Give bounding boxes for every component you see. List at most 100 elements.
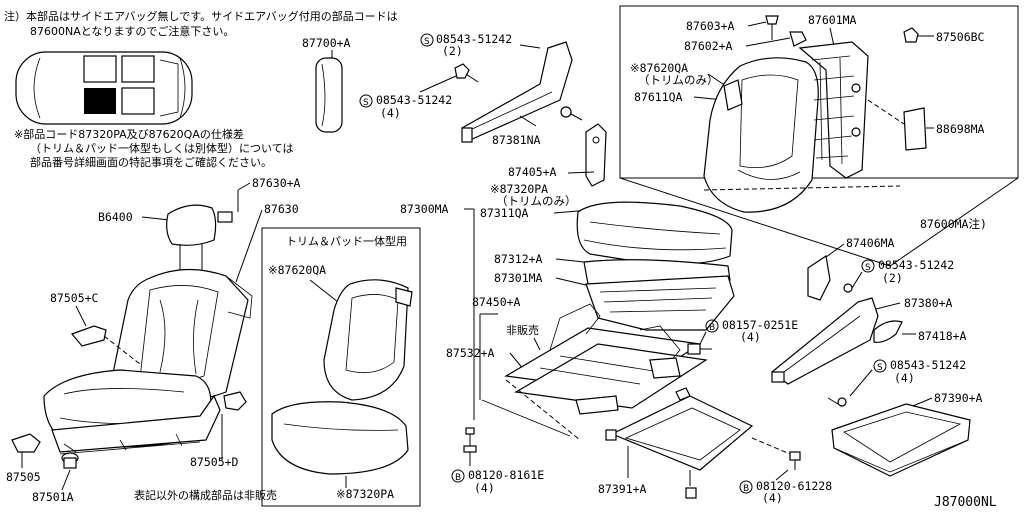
part-qty-h: (4) <box>474 481 495 495</box>
note-spec-line2: （トリム＆パッド一体型もしくは別体型）については <box>30 141 293 155</box>
part-label-87505d: 87505+D <box>190 455 239 469</box>
part-qty-e: (4) <box>740 330 761 344</box>
clip-icon <box>789 31 807 47</box>
part-label-87601ma: 87601MA <box>808 13 857 27</box>
not-sold-label: 非販売 <box>506 324 539 337</box>
headrest-b6400 <box>166 204 217 246</box>
part-label-87630: 87630 <box>264 202 299 216</box>
note-spec-line3: 部品番号詳細画面の特記事項をご確認ください。 <box>30 155 272 169</box>
diagram-code: J87000NL <box>934 495 997 510</box>
part-label-87405a: 87405+A <box>508 165 557 179</box>
pad-88698ma <box>903 107 927 151</box>
part-label-08157-0251e: 08157-0251E <box>722 318 798 332</box>
bottom-note: 表記以外の構成部品は非販売 <box>134 488 277 502</box>
svg-text:S: S <box>865 263 871 273</box>
bolt-icon <box>687 343 712 355</box>
seat-cushion-pad-87320pa <box>271 401 409 475</box>
part-label-87620qa-inset: ※87620QA <box>268 263 326 277</box>
bolt-icon <box>827 397 847 407</box>
bolt-icon <box>463 427 477 453</box>
note-airbag-line2: 87600NAとなりますのでご注意下さい。 <box>30 24 234 38</box>
part-qty-b: (4) <box>380 106 401 120</box>
storage-tray-87390a <box>831 403 971 477</box>
cover-87505d-icon <box>223 391 247 411</box>
inset-title: トリム＆パッド一体型用 <box>286 234 407 248</box>
cover-87505c <box>70 325 107 347</box>
part-label-87300ma: 87300MA <box>400 202 449 216</box>
bracket-87406ma <box>807 254 831 301</box>
part-label-08543-51242-d: 08543-51242 <box>890 358 966 372</box>
vehicle-seat-location-icon <box>15 51 193 125</box>
part-qty-d: (4) <box>894 371 915 385</box>
part-qty-a: (2) <box>442 44 463 58</box>
part-label-87381na: 87381NA <box>492 133 541 147</box>
part-label-b6400: B6400 <box>98 210 133 224</box>
bolt-icon <box>843 271 863 293</box>
bolt-icon <box>560 106 583 121</box>
part-label-87506bc: 87506BC <box>936 30 985 44</box>
knob-87418a <box>873 320 903 343</box>
part-label-87311qa: 87311QA <box>480 206 529 220</box>
seatback-group-box <box>619 5 1019 179</box>
cushion-frame-87301ma <box>585 275 735 331</box>
cover-87505 <box>11 433 41 453</box>
part-label-87312a: 87312+A <box>494 252 543 266</box>
clip-icon <box>675 387 691 401</box>
part-label-87501a: 87501A <box>32 490 74 504</box>
part-label-08120-61228: 08120-61228 <box>756 479 832 493</box>
svg-text:S: S <box>424 37 430 47</box>
part-label-88698ma: 88698MA <box>936 122 985 136</box>
part-label-08120-8161e: 08120-8161E <box>468 468 544 482</box>
note-airbag-line1: 注）本部品はサイドエアバッグ無しです。サイドエアバッグ付用の部品コードは <box>4 9 398 23</box>
part-qty-c: (2) <box>882 271 903 285</box>
trim-cover-87700a <box>315 57 343 133</box>
part-label-87450a: 87450+A <box>472 295 521 309</box>
part-label-87390a: 87390+A <box>934 391 983 405</box>
part-label-87700a: 87700+A <box>302 36 351 50</box>
part-label-87620qa-trim: ※87620QA <box>630 61 688 75</box>
part-label-87603a: 87603+A <box>686 19 735 33</box>
part-label-trim-only-b: （トリムのみ） <box>496 194 577 208</box>
clip-87630a <box>217 211 233 223</box>
svg-text:S: S <box>877 363 883 373</box>
part-label-87600ma: 87600MA注) <box>920 217 987 231</box>
part-label-87505: 87505 <box>6 470 41 484</box>
side-finisher-87380a <box>771 297 879 385</box>
seatback-trim-pad-87620qa <box>323 279 409 401</box>
part-label-87391a: 87391+A <box>598 482 647 496</box>
part-label-87505c: 87505+C <box>50 291 99 305</box>
part-label-87320pa-trim: ※87320PA <box>490 182 548 196</box>
screw-symbol: S <box>359 94 373 108</box>
part-label-87418a: 87418+A <box>918 329 967 343</box>
seat-cushion-trim <box>576 201 733 265</box>
grommet-icon <box>903 27 919 43</box>
screw-symbol: S <box>420 33 434 47</box>
note-spec-line1: ※部品コード87320PA及び87620QAの仕様差 <box>14 127 244 141</box>
integrated-trim-pad-box <box>261 227 421 507</box>
bolt-icon <box>789 451 801 470</box>
part-label-87611qa: 87611QA <box>634 90 683 104</box>
bracket-87405a <box>585 123 607 187</box>
part-label-87301ma: 87301MA <box>494 271 543 285</box>
svg-text:B: B <box>743 484 749 494</box>
part-qty-g: (4) <box>762 491 783 505</box>
clip-icon <box>765 15 779 40</box>
part-label-87380a: 87380+A <box>904 296 953 310</box>
svg-text:B: B <box>455 473 461 483</box>
svg-text:S: S <box>363 98 369 108</box>
knob-87501a-icon <box>61 452 79 469</box>
part-label-87602a: 87602+A <box>684 39 733 53</box>
screw-symbol: S <box>873 359 887 373</box>
part-label-trim-only-a: （トリムのみ） <box>638 73 719 87</box>
under-tray-87391a <box>610 395 754 471</box>
part-label-87532a: 87532+A <box>446 346 495 360</box>
part-label-87320pa-inset: ※87320PA <box>336 487 394 501</box>
seat-track-assembly <box>504 303 708 415</box>
seat-side-finisher-87381na <box>461 41 573 141</box>
bolt-icon <box>454 63 479 83</box>
bolt-symbol: B <box>451 469 465 483</box>
svg-text:B: B <box>709 323 715 333</box>
part-label-87406ma: 87406MA <box>846 236 895 250</box>
part-label-08543-51242-a: 08543-51242 <box>436 32 512 46</box>
